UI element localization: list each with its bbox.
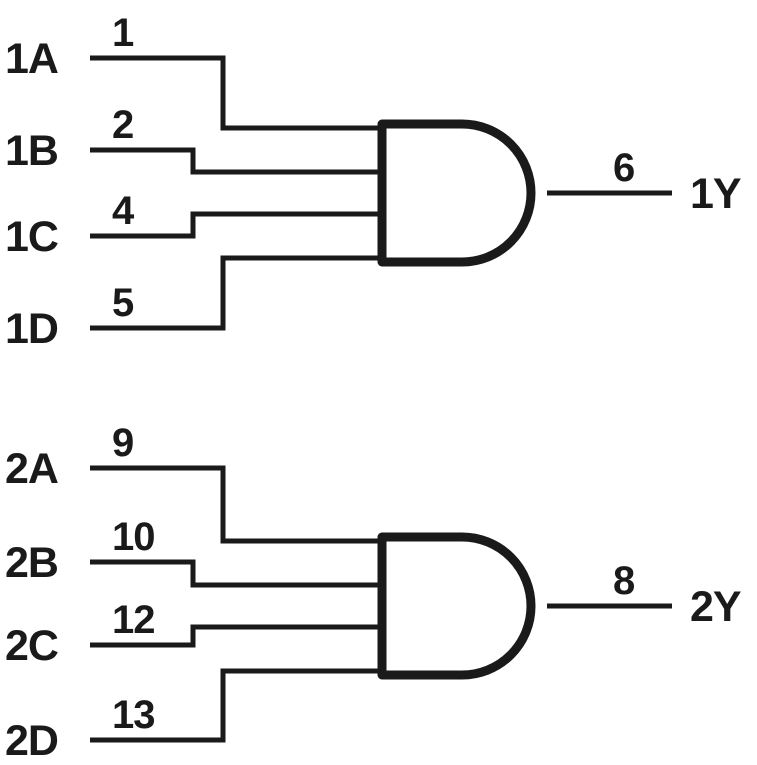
and-gate-1-body[interactable] [377,119,536,267]
port-label-2c: 2C [5,622,58,670]
port-label-1b: 1B [5,127,58,175]
wire-input-2c[interactable] [90,624,382,648]
port-label-2b: 2B [5,539,58,587]
port-label-1a: 1A [5,35,58,83]
wire-input-1c[interactable] [90,211,382,239]
port-label-2a: 2A [5,445,58,493]
port-label-2y: 2Y [690,583,741,631]
pin-number-12: 12 [112,598,155,642]
pin-number-10: 10 [112,515,155,559]
wire-input-1a[interactable] [90,55,382,131]
pin-number-8: 8 [613,559,635,603]
port-label-1c: 1C [5,213,58,261]
pin-number-6: 6 [613,146,634,190]
and-gate-2-body[interactable] [377,532,536,680]
gate-2-group[interactable] [90,465,672,743]
wire-input-2b[interactable] [90,559,382,588]
wire-input-1b[interactable] [90,147,382,175]
wire-input-2a[interactable] [90,465,382,544]
gate-1-group[interactable] [90,55,672,331]
wire-input-2d[interactable] [90,668,382,743]
pin-number-2: 2 [112,103,133,147]
pin-number-9: 9 [112,421,133,465]
pin-number-5: 5 [112,281,134,325]
pin-number-13: 13 [112,693,155,737]
port-label-2d: 2D [5,717,58,765]
port-label-1d: 1D [5,305,58,353]
pin-number-1: 1 [112,11,134,55]
wire-input-1d[interactable] [90,255,382,331]
port-label-1y: 1Y [690,170,741,218]
pin-number-4: 4 [112,189,135,233]
